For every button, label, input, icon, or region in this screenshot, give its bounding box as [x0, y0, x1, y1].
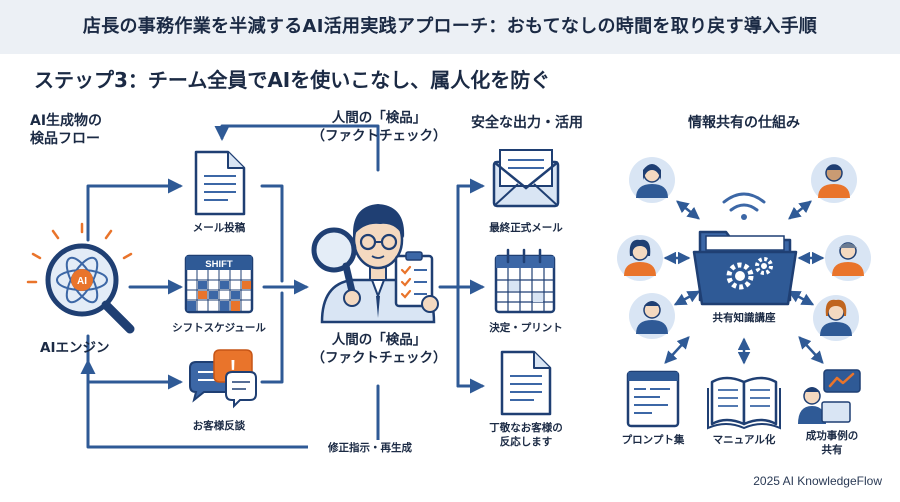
- check-bottom-line2: （ファクトチェック）: [311, 349, 447, 366]
- flow-title-line1: AI生成物の: [30, 113, 103, 129]
- header-banner: [0, 0, 900, 54]
- check-top-line1: 人間の「検品」: [331, 110, 427, 126]
- shared-folder-icon: [692, 230, 798, 306]
- ai-engine-icon: AI: [26, 222, 135, 334]
- page-title: 店長の事務作業を半減するAI活用実践アプローチ：おもてなしの時間を取り戻す導入手…: [82, 16, 818, 37]
- calendar-icon: [494, 248, 556, 314]
- svg-text:SHIFT: SHIFT: [205, 259, 233, 270]
- document-icon: [500, 350, 552, 416]
- chat-bubbles-icon: !: [189, 349, 257, 409]
- check-bottom-line1: 人間の「検品」: [331, 332, 427, 348]
- check-top-line2: （ファクトチェック）: [311, 127, 447, 144]
- resource-success-line2: 共有: [821, 443, 843, 456]
- output-label-email: 最終正式メール: [489, 222, 563, 234]
- team-member-avatar: [825, 235, 871, 281]
- step-title: ステップ3：チーム全員でAIを使いこなし、属人化を防ぐ: [34, 68, 551, 92]
- resource-label-success: 成功事例の 共有: [790, 430, 874, 457]
- calendar-icon: SHIFT: [184, 254, 254, 314]
- flow-section-title: AI生成物の 検品フロー: [30, 112, 102, 148]
- flow-title-line2: 検品フロー: [30, 131, 100, 148]
- fact-checker-person-icon: [311, 204, 439, 324]
- code-window-icon: [626, 370, 680, 428]
- team-member-avatar: [813, 295, 859, 341]
- draft-label-customer: お客様反談: [192, 420, 246, 432]
- open-book-icon: [707, 376, 781, 430]
- sharing-arrows: [663, 200, 825, 365]
- envelope-icon: [492, 149, 560, 208]
- wifi-icon: [722, 192, 766, 220]
- check-label-bottom: 人間の「検品」 （ファクトチェック）: [306, 332, 452, 367]
- ai-engine-label: AIエンジン: [40, 340, 110, 356]
- check-label-top: 人間の「検品」 （ファクトチェック）: [306, 110, 452, 145]
- resource-label-manual: マニュアル化: [712, 434, 776, 446]
- output-response-line2: 反応します: [499, 435, 553, 448]
- draft-label-email: メール投稿: [192, 222, 246, 234]
- output-label-print: 決定・プリント: [489, 322, 563, 334]
- resource-label-prompts: プロンプト集: [621, 434, 685, 446]
- team-member-avatar: [811, 157, 857, 203]
- resource-success-line1: 成功事例の: [805, 430, 859, 442]
- svg-text:!: !: [230, 357, 237, 379]
- draft-label-shift: シフトスケジュール: [172, 322, 266, 334]
- output-label-response: 丁敬なお客様の 反応します: [470, 422, 582, 449]
- hub-label: 共有知識講座: [712, 312, 776, 324]
- team-member-avatar: [629, 293, 675, 339]
- sharing-section-title: 情報共有の仕組み: [688, 115, 800, 131]
- output-response-line1: 丁敬なお客様の: [489, 422, 563, 434]
- footer-credit: 2025 AI KnowledgeFlow: [753, 474, 882, 488]
- presenter-icon: [798, 369, 861, 424]
- flow-arrows: [80, 124, 485, 449]
- team-member-avatar: [629, 157, 675, 203]
- team-member-avatar: [617, 235, 663, 281]
- document-icon: [194, 150, 246, 216]
- output-section-title: 安全な出力・活用: [471, 115, 583, 131]
- svg-text:AI: AI: [77, 276, 87, 287]
- feedback-label: 修正指示・再生成: [308, 440, 432, 455]
